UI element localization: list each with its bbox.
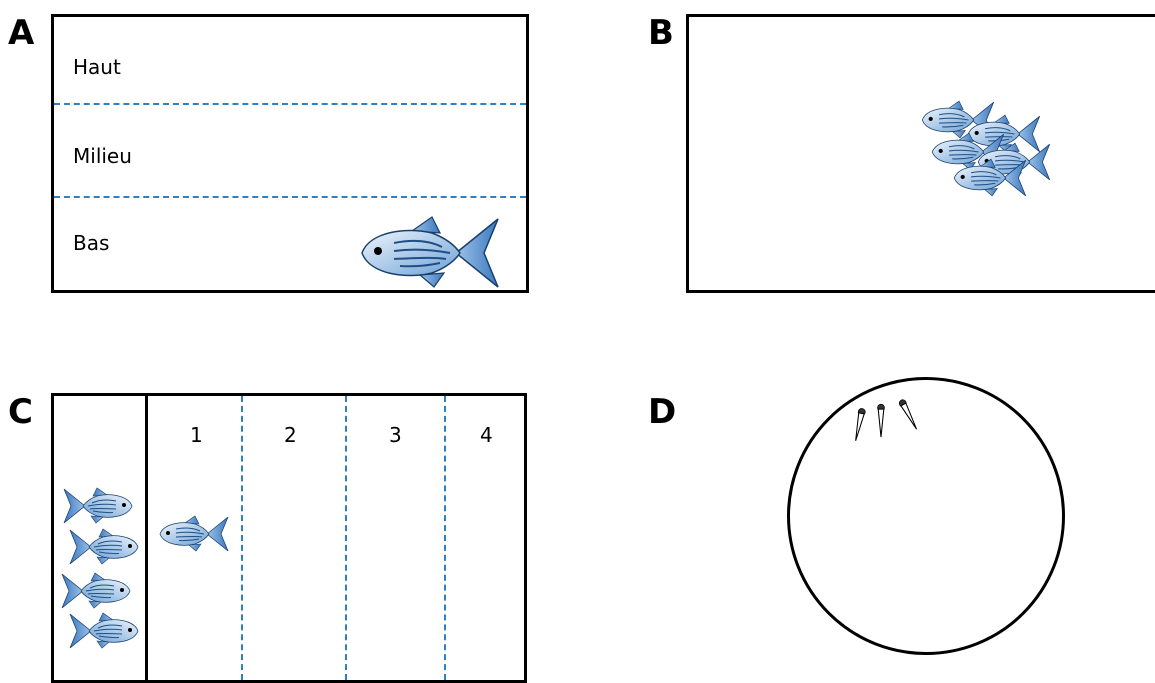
column-label-3: 3: [389, 423, 402, 447]
panel-d-dish: [787, 377, 1065, 655]
zone-label-middle: Milieu: [73, 144, 132, 168]
panel-a-tank: Haut Milieu Bas: [51, 14, 529, 293]
fish-icon: [62, 486, 134, 526]
larva-icon: [874, 398, 888, 444]
fish-icon: [68, 527, 140, 567]
panel-b-letter: B: [648, 13, 674, 53]
panel-b-tank: [686, 14, 1155, 293]
column-label-1: 1: [190, 423, 203, 447]
chamber-divider: [145, 396, 148, 680]
column-divider-2: [345, 396, 347, 680]
fish-icon: [60, 571, 132, 611]
panel-c-tank: 1 2 3 4: [51, 393, 527, 683]
zone-label-top: Haut: [73, 55, 121, 79]
column-divider-1: [241, 396, 243, 680]
fish-icon: [68, 611, 140, 651]
zone-divider-upper: [54, 103, 526, 105]
fish-icon: [953, 157, 1027, 199]
panel-c-letter: C: [8, 392, 33, 432]
column-divider-3: [444, 396, 446, 680]
fish-icon: [158, 514, 230, 554]
fish-icon: [360, 213, 500, 293]
zone-divider-lower: [54, 196, 526, 198]
column-label-4: 4: [480, 423, 493, 447]
column-label-2: 2: [284, 423, 297, 447]
zone-label-bottom: Bas: [73, 231, 110, 255]
panel-d-letter: D: [648, 392, 677, 432]
panel-a-letter: A: [8, 13, 35, 53]
